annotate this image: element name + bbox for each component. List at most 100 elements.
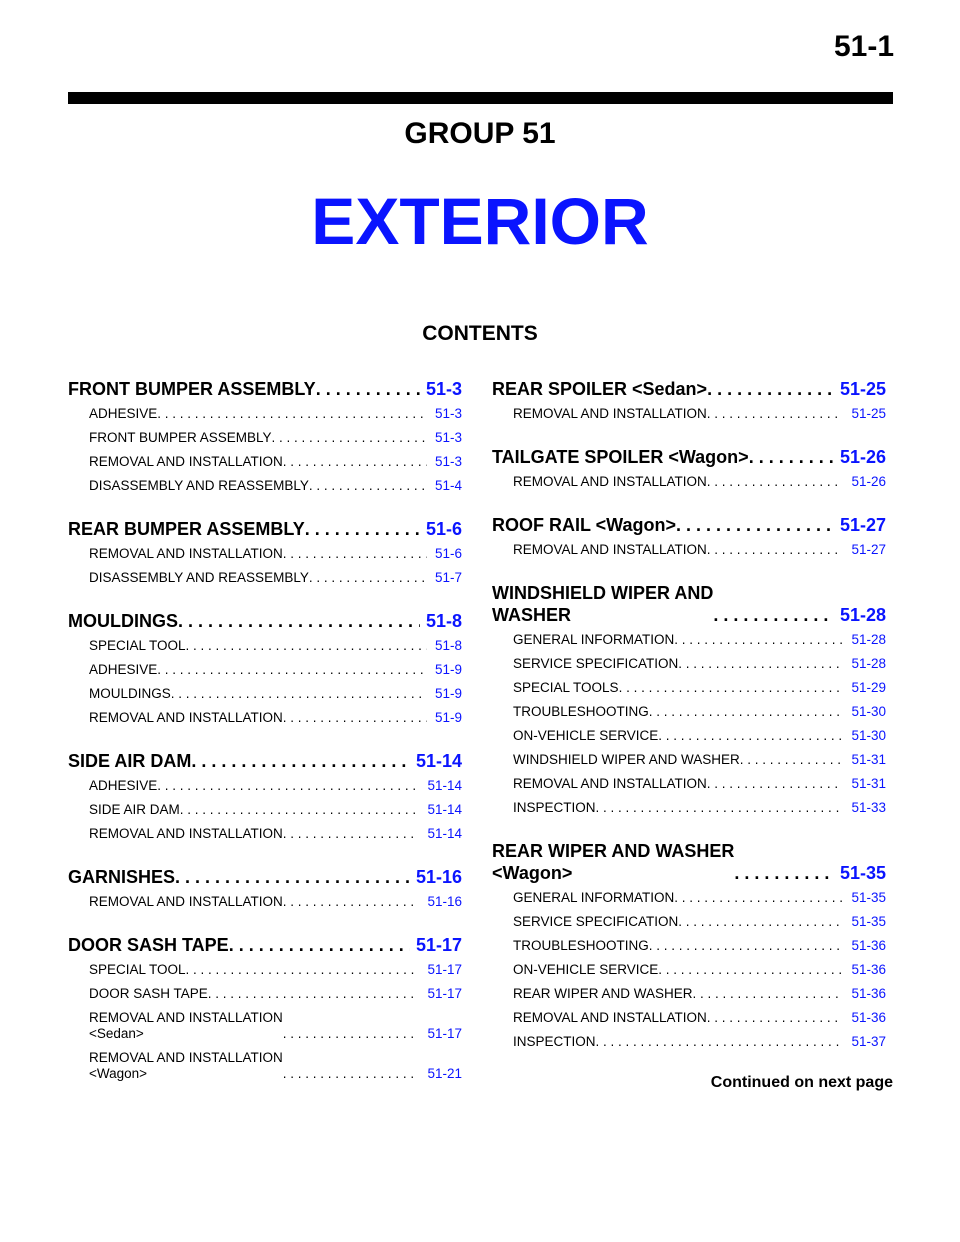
toc-item[interactable]: ON-VEHICLE SERVICE51-30 — [513, 728, 886, 744]
toc-item[interactable]: REMOVAL AND INSTALLATION51-26 — [513, 474, 886, 490]
toc-item[interactable]: REMOVAL AND INSTALLATION51-36 — [513, 1010, 886, 1026]
item-page-link[interactable]: 51-28 — [851, 656, 886, 671]
toc-item[interactable]: DISASSEMBLY AND REASSEMBLY51-7 — [89, 570, 462, 586]
section-page-link[interactable]: 51-27 — [839, 515, 886, 535]
toc-item[interactable]: ADHESIVE51-14 — [89, 778, 462, 794]
item-page-link[interactable]: 51-25 — [851, 406, 886, 421]
item-page-link[interactable]: 51-27 — [851, 542, 886, 557]
item-page-link[interactable]: 51-17 — [427, 962, 462, 977]
item-page-link[interactable]: 51-9 — [434, 662, 462, 677]
item-page-link[interactable]: 51-35 — [851, 914, 886, 929]
item-page-link[interactable]: 51-35 — [851, 890, 886, 905]
toc-item[interactable]: REMOVAL AND INSTALLATION51-25 — [513, 406, 886, 422]
toc-section-heading[interactable]: DOOR SASH TAPE51-17 — [68, 934, 462, 956]
item-page-link[interactable]: 51-31 — [851, 752, 886, 767]
toc-item[interactable]: ADHESIVE51-9 — [89, 662, 462, 678]
item-title: REMOVAL AND INSTALLATION — [89, 826, 283, 841]
toc-item[interactable]: REMOVAL AND INSTALLATION51-31 — [513, 776, 886, 792]
toc-section-heading[interactable]: GARNISHES51-16 — [68, 866, 462, 888]
item-page-link[interactable]: 51-36 — [851, 938, 886, 953]
toc-item[interactable]: REMOVAL AND INSTALLATION51-6 — [89, 546, 462, 562]
item-page-link[interactable]: 51-3 — [434, 454, 462, 469]
item-page-link[interactable]: 51-3 — [434, 406, 462, 421]
toc-item[interactable]: REMOVAL AND INSTALLATION51-9 — [89, 710, 462, 726]
toc-item[interactable]: REMOVAL AND INSTALLATION 51-16 — [89, 894, 462, 910]
toc-section-heading[interactable]: WINDSHIELD WIPER AND WASHER51-28 — [492, 582, 886, 626]
toc-item[interactable]: ADHESIVE51-3 — [89, 406, 462, 422]
item-page-link[interactable]: 51-36 — [851, 962, 886, 977]
toc-item[interactable]: DISASSEMBLY AND REASSEMBLY51-4 — [89, 478, 462, 494]
item-page-link[interactable]: 51-31 — [851, 776, 886, 791]
toc-item[interactable]: SERVICE SPECIFICATION51-35 — [513, 914, 886, 930]
toc-item[interactable]: TROUBLESHOOTING51-36 — [513, 938, 886, 954]
toc-item[interactable]: DOOR SASH TAPE51-17 — [89, 986, 462, 1002]
toc-item[interactable]: WINDSHIELD WIPER AND WASHER51-31 — [513, 752, 886, 768]
section-page-link[interactable]: 51-28 — [839, 605, 886, 625]
toc-item[interactable]: INSPECTION51-33 — [513, 800, 886, 816]
toc-item[interactable]: ON-VEHICLE SERVICE51-36 — [513, 962, 886, 978]
toc-item[interactable]: TROUBLESHOOTING51-30 — [513, 704, 886, 720]
item-page-link[interactable]: 51-21 — [427, 1066, 462, 1081]
toc-item[interactable]: SERVICE SPECIFICATION51-28 — [513, 656, 886, 672]
item-page-link[interactable]: 51-17 — [427, 986, 462, 1001]
toc-item[interactable]: INSPECTION51-37 — [513, 1034, 886, 1050]
toc-section-heading[interactable]: REAR WIPER AND WASHER <Wagon>51-35 — [492, 840, 886, 884]
toc-item[interactable]: SPECIAL TOOL51-17 — [89, 962, 462, 978]
section-page-link[interactable]: 51-16 — [415, 867, 462, 887]
item-page-link[interactable]: 51-36 — [851, 986, 886, 1001]
item-page-link[interactable]: 51-6 — [434, 546, 462, 561]
toc-section-heading[interactable]: FRONT BUMPER ASSEMBLY51-3 — [68, 378, 462, 400]
item-page-link[interactable]: 51-9 — [434, 686, 462, 701]
toc-item[interactable]: GENERAL INFORMATION51-35 — [513, 890, 886, 906]
item-page-link[interactable]: 51-14 — [427, 826, 462, 841]
toc-item[interactable]: REAR WIPER AND WASHER51-36 — [513, 986, 886, 1002]
item-page-link[interactable]: 51-14 — [427, 802, 462, 817]
toc-item[interactable]: SIDE AIR DAM51-14 — [89, 802, 462, 818]
toc-item[interactable]: REMOVAL AND INSTALLATION 51-14 — [89, 826, 462, 842]
item-page-link[interactable]: 51-33 — [851, 800, 886, 815]
dot-leader — [272, 430, 427, 446]
item-page-link[interactable]: 51-16 — [427, 894, 462, 909]
section-page-link[interactable]: 51-14 — [415, 751, 462, 771]
section-page-link[interactable]: 51-25 — [839, 379, 886, 399]
toc-item[interactable]: SPECIAL TOOL51-8 — [89, 638, 462, 654]
section-page-link[interactable]: 51-17 — [415, 935, 462, 955]
toc-section-heading[interactable]: REAR SPOILER <Sedan>51-25 — [492, 378, 886, 400]
toc-item[interactable]: REMOVAL AND INSTALLATION51-27 — [513, 542, 886, 558]
toc-section-heading[interactable]: ROOF RAIL <Wagon>51-27 — [492, 514, 886, 536]
section-page-link[interactable]: 51-26 — [839, 447, 886, 467]
item-page-link[interactable]: 51-14 — [427, 778, 462, 793]
section-page-link[interactable]: 51-8 — [425, 611, 462, 631]
dot-leader — [693, 986, 844, 1002]
item-page-link[interactable]: 51-36 — [851, 1010, 886, 1025]
item-page-link[interactable]: 51-30 — [851, 704, 886, 719]
toc-section-heading[interactable]: REAR BUMPER ASSEMBLY51-6 — [68, 518, 462, 540]
toc-item[interactable]: REMOVAL AND INSTALLATION51-3 — [89, 454, 462, 470]
toc-section-heading[interactable]: MOULDINGS51-8 — [68, 610, 462, 632]
toc-item[interactable]: MOULDINGS51-9 — [89, 686, 462, 702]
item-page-link[interactable]: 51-3 — [434, 430, 462, 445]
item-page-link[interactable]: 51-37 — [851, 1034, 886, 1049]
dot-leader — [707, 542, 844, 558]
item-page-link[interactable]: 51-4 — [434, 478, 462, 493]
toc-section-heading[interactable]: TAILGATE SPOILER <Wagon>51-26 — [492, 446, 886, 468]
toc-item[interactable]: REMOVAL AND INSTALLATION <Sedan>51-17 — [89, 1010, 462, 1042]
toc-item[interactable]: REMOVAL AND INSTALLATION <Wagon>51-21 — [89, 1050, 462, 1082]
item-page-link[interactable]: 51-8 — [434, 638, 462, 653]
item-page-link[interactable]: 51-30 — [851, 728, 886, 743]
toc-item[interactable]: FRONT BUMPER ASSEMBLY51-3 — [89, 430, 462, 446]
toc-item[interactable]: GENERAL INFORMATION51-28 — [513, 632, 886, 648]
item-title: REMOVAL AND INSTALLATION — [89, 894, 283, 909]
toc-section-heading[interactable]: SIDE AIR DAM51-14 — [68, 750, 462, 772]
item-page-link[interactable]: 51-28 — [851, 632, 886, 647]
section-page-link[interactable]: 51-3 — [425, 379, 462, 399]
item-page-link[interactable]: 51-7 — [434, 570, 462, 585]
item-page-link[interactable]: 51-26 — [851, 474, 886, 489]
item-page-link[interactable]: 51-29 — [851, 680, 886, 695]
toc-item[interactable]: SPECIAL TOOLS51-29 — [513, 680, 886, 696]
item-page-link[interactable]: 51-17 — [427, 1026, 462, 1041]
item-page-link[interactable]: 51-9 — [434, 710, 462, 725]
section-page-link[interactable]: 51-6 — [425, 519, 462, 539]
section-page-link[interactable]: 51-35 — [839, 863, 886, 883]
